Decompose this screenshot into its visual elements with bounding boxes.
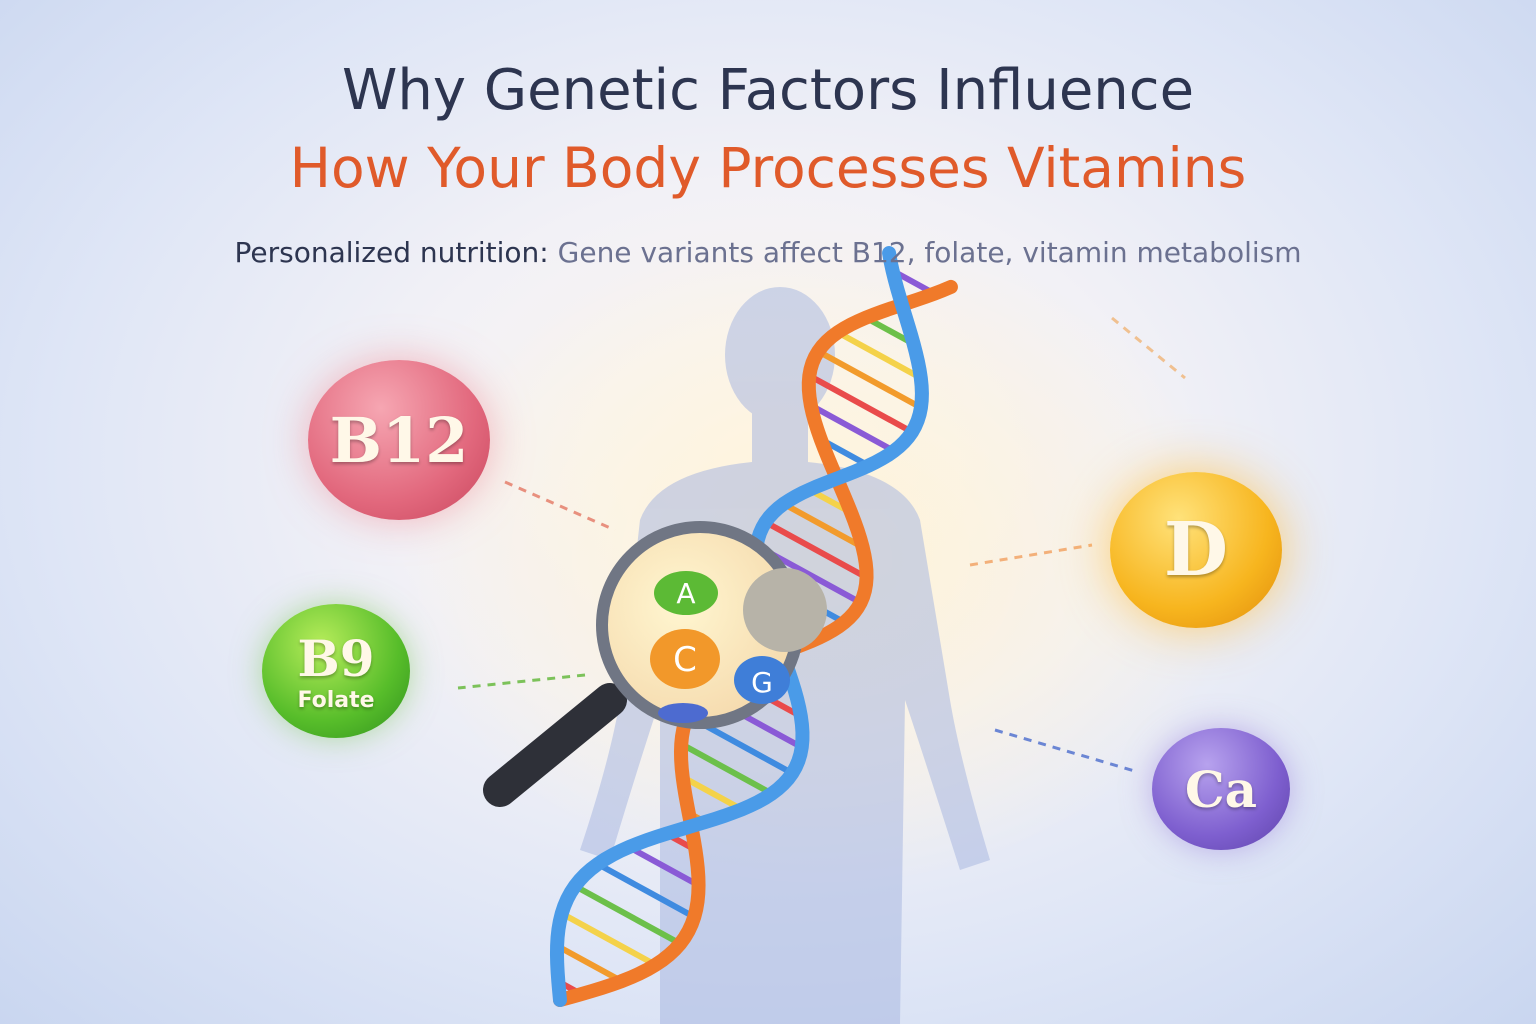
dna-rung [594,861,698,920]
dna-rung [554,942,625,985]
base-g: G [751,666,773,699]
calcium-label: Ca [1184,759,1258,819]
subtitle: Personalized nutrition: Gene variants af… [0,236,1536,269]
vitamin-d-label: D [1163,507,1229,593]
subtitle-lead: Personalized nutrition: [234,236,549,269]
vitamin-b12-label: B12 [329,403,469,477]
dashed-arrows [457,316,1186,774]
dna-rung [807,402,898,454]
dna-rung [815,348,924,411]
dna-rung [762,519,870,581]
vitamin-b9-label: B9 [297,629,375,688]
base-c: C [673,640,697,680]
vitamin-d-badge: D [1110,472,1282,628]
dna-rung [625,844,702,889]
vitamin-b12-badge: B12 [308,360,490,520]
dna-rung [780,500,866,551]
dna-rung [806,372,916,435]
calcium-badge: Ca [1152,728,1290,850]
dna-rung [571,883,684,947]
dna-rung [679,773,745,813]
dna-rung [834,329,924,381]
title-line-2: How Your Body Processes Vitamins [289,136,1247,200]
title-line-1: Why Genetic Factors Influence [341,58,1195,123]
folate-label: Folate [297,688,375,713]
magnifying-glass-icon: A C G [483,521,827,807]
base-a: A [676,577,695,610]
dna-rung [558,910,659,968]
dna-rung [678,741,775,797]
subtitle-rest: Gene variants affect B12, folate, vitami… [557,236,1302,269]
